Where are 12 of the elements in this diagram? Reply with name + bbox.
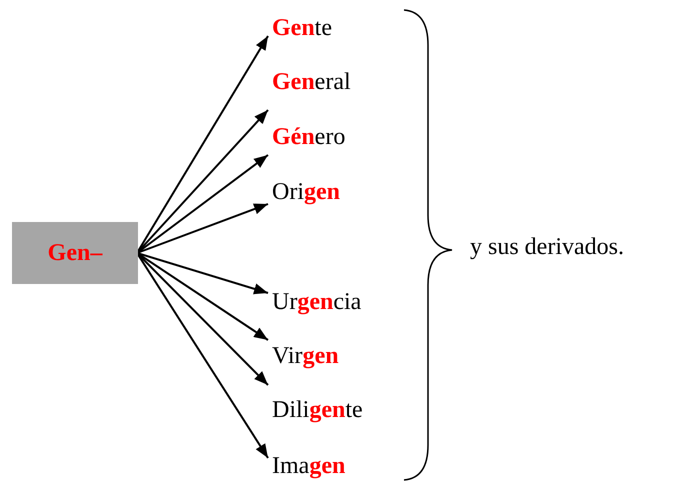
word-text: Virgen — [272, 340, 382, 372]
arrow — [136, 252, 268, 294]
root-box: Gen– — [12, 222, 138, 284]
word-text: Origen — [272, 176, 382, 208]
word-text: Diligente — [272, 394, 397, 426]
word-text: Imagen — [272, 450, 382, 482]
word-text: Gente — [272, 12, 382, 44]
word-text: Género — [272, 121, 382, 153]
word-text: General — [272, 66, 382, 98]
word-text: Urgencia — [272, 286, 397, 318]
note-text: y sus derivados. — [470, 234, 624, 261]
arrow — [136, 203, 268, 254]
